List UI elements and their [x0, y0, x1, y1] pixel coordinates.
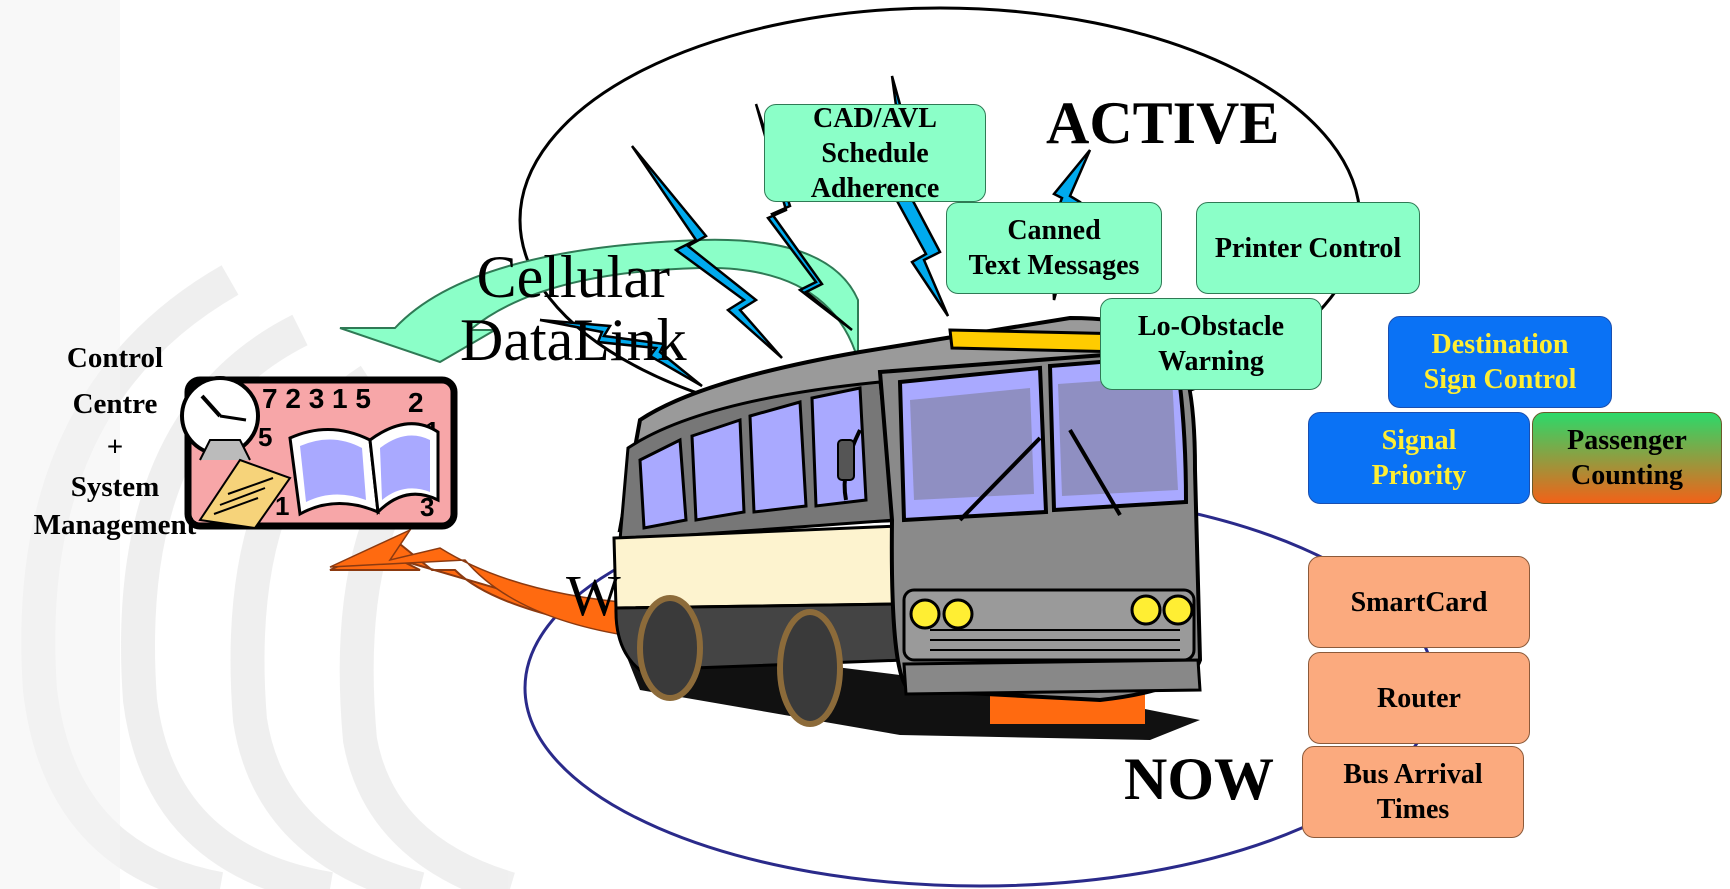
box-line: SmartCard — [1351, 585, 1488, 620]
box-line: Destination — [1424, 327, 1577, 362]
cellular-label: Cellular DataLink — [460, 246, 687, 372]
box-line: Schedule Adherence — [765, 136, 985, 206]
box-line: Printer Control — [1215, 231, 1401, 266]
box-line: Lo-Obstacle — [1138, 309, 1284, 344]
active-label: ACTIVE — [1046, 86, 1279, 161]
box-line: Text Messages — [969, 248, 1140, 283]
signal-priority-box: Signal Priority — [1308, 412, 1530, 504]
bus-arrival-times-box: Bus Arrival Times — [1302, 746, 1524, 838]
smartcard-box: SmartCard — [1308, 556, 1530, 648]
control-centre-line: + — [0, 429, 230, 465]
canned-messages-box: Canned Text Messages — [946, 202, 1162, 294]
box-line: Bus Arrival — [1343, 757, 1482, 792]
box-line: Sign Control — [1424, 362, 1577, 397]
cellular-line: DataLink — [460, 309, 687, 372]
printer-control-box: Printer Control — [1196, 202, 1420, 294]
lo-obstacle-box: Lo-Obstacle Warning — [1100, 298, 1322, 390]
control-centre-line: Control — [0, 340, 230, 376]
destination-sign-box: Destination Sign Control — [1388, 316, 1612, 408]
svg-text:5: 5 — [258, 422, 272, 452]
box-line: Canned — [969, 213, 1140, 248]
box-line: CAD/AVL — [765, 101, 985, 136]
box-line: Router — [1377, 681, 1461, 716]
box-line: Signal — [1372, 423, 1467, 458]
box-line: Priority — [1372, 458, 1467, 493]
box-line: Times — [1343, 792, 1482, 827]
box-line: Counting — [1567, 458, 1687, 493]
now-label: NOW — [1124, 742, 1274, 817]
control-centre-line: Centre — [0, 386, 230, 422]
wlan-label-partial: W — [566, 560, 621, 633]
passenger-counting-box: Passenger Counting — [1532, 412, 1722, 504]
box-line: Passenger — [1567, 423, 1687, 458]
cad-avl-box: CAD/AVL Schedule Adherence — [764, 104, 986, 202]
control-centre-label: Control Centre + System Management — [0, 340, 230, 543]
router-box: Router — [1308, 652, 1530, 744]
svg-text:7 2 3 1 5: 7 2 3 1 5 — [262, 383, 371, 414]
svg-text:2: 2 — [408, 387, 424, 418]
cellular-line: Cellular — [460, 246, 687, 309]
control-centre-line: Management — [0, 507, 230, 543]
box-line: Warning — [1138, 344, 1284, 379]
control-centre-line: System — [0, 469, 230, 505]
